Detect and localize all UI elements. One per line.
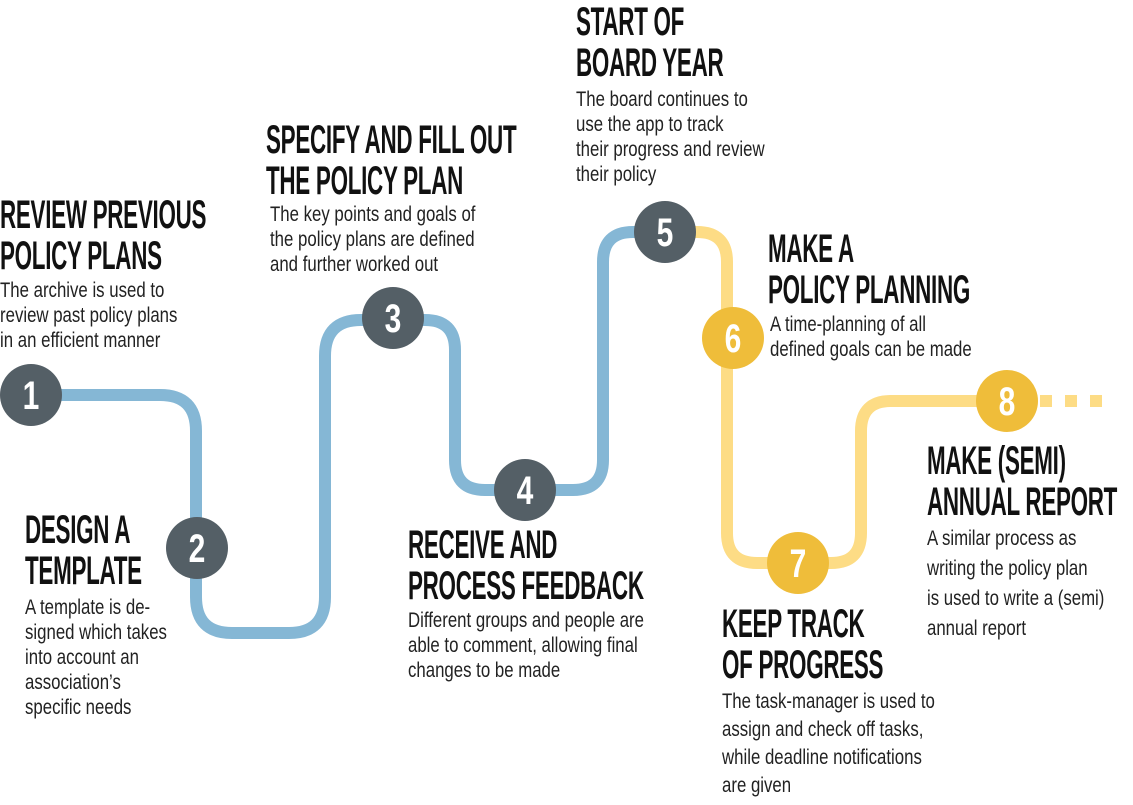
text-line: while deadline notifications [722, 746, 922, 769]
text-line: and further worked out [270, 253, 439, 276]
text-line: the policy plans are defined [270, 228, 475, 251]
step-description: The task-manager is used to assign and ch… [722, 688, 952, 800]
title-line: SPECIFY AND FILL OUT [266, 118, 517, 162]
text-line: use the app to track [576, 113, 724, 136]
step-number: 2 [189, 527, 206, 571]
step-marker-2: 2 [166, 517, 228, 579]
text-line: their progress and review [576, 138, 765, 161]
step-marker-5: 5 [634, 201, 696, 263]
text-line: The archive is used to [0, 279, 165, 302]
title-line: PROCESS FEEDBACK [408, 564, 644, 608]
step-number: 7 [790, 542, 807, 586]
text-line: review past policy plans [0, 304, 178, 327]
text-line: association’s [25, 671, 121, 694]
step-number: 5 [657, 211, 674, 255]
text-line: The board continues to [576, 88, 748, 111]
text-line: signed which takes [25, 621, 167, 644]
title-line: POLICY PLANS [0, 234, 162, 278]
title-line: POLICY PLANNING [768, 268, 970, 312]
step-title: MAKE (SEMI)ANNUAL REPORT [927, 441, 1117, 523]
step-circle [0, 364, 62, 426]
text-line: are given [722, 774, 792, 797]
title-line: ANNUAL REPORT [927, 480, 1118, 524]
text-line: able to comment, allowing final [408, 634, 638, 657]
title-line: DESIGN A [25, 508, 131, 552]
text-line: A time-planning of all [770, 313, 926, 336]
step-marker-4: 4 [494, 459, 556, 521]
title-line: OF PROGRESS [722, 643, 884, 687]
text-line: is used to write a (semi) [927, 587, 1105, 610]
step-marker-3: 3 [362, 287, 424, 349]
step-circle [362, 287, 424, 349]
step-number: 1 [23, 374, 40, 418]
title-line: BOARD YEAR [576, 41, 724, 85]
step-circle [702, 307, 764, 369]
step-circle [976, 370, 1038, 432]
text-line: specific needs [25, 696, 132, 719]
text-line: changes to be made [408, 659, 561, 682]
text-line: in an efficient manner [0, 329, 161, 352]
text-line: their policy [576, 163, 657, 186]
step-circle [166, 517, 228, 579]
text-line: annual report [927, 617, 1027, 640]
title-line: KEEP TRACK [722, 602, 865, 646]
step-circle [494, 459, 556, 521]
text-line: writing the policy plan [927, 557, 1088, 580]
step-marker-8: 8 [976, 370, 1038, 432]
text-line: A template is de- [25, 596, 151, 619]
title-line: TEMPLATE [25, 549, 142, 593]
step-marker-1: 1 [0, 364, 62, 426]
step-number: 3 [385, 297, 402, 341]
text-line: The key points and goals of [270, 203, 476, 226]
step-number: 8 [999, 380, 1016, 424]
title-line: REVIEW PREVIOUS [0, 193, 207, 237]
text-line: defined goals can be made [770, 338, 972, 361]
text-line: The task-manager is used to [722, 690, 935, 713]
title-line: RECEIVE AND [408, 523, 558, 567]
text-line: into account an [25, 646, 139, 669]
step-marker-6: 6 [702, 307, 764, 369]
step-number: 6 [725, 317, 742, 361]
title-line: MAKE (SEMI) [927, 439, 1066, 483]
step-8: MAKE (SEMI)ANNUAL REPORT A similar proce… [927, 441, 1133, 644]
title-line: MAKE A [768, 227, 854, 271]
text-line: Different groups and people are [408, 609, 644, 632]
blue-path [31, 226, 665, 639]
text-line: assign and check off tasks, [722, 718, 924, 741]
step-description: A similar process as writing the policy p… [927, 524, 1133, 644]
step-circle [634, 201, 696, 263]
title-line: START OF [576, 0, 685, 44]
step-marker-7: 7 [767, 532, 829, 594]
step-circle [767, 532, 829, 594]
text-line: A similar process as [927, 527, 1077, 550]
title-line: THE POLICY PLAN [266, 159, 464, 203]
step-number: 4 [517, 469, 534, 513]
